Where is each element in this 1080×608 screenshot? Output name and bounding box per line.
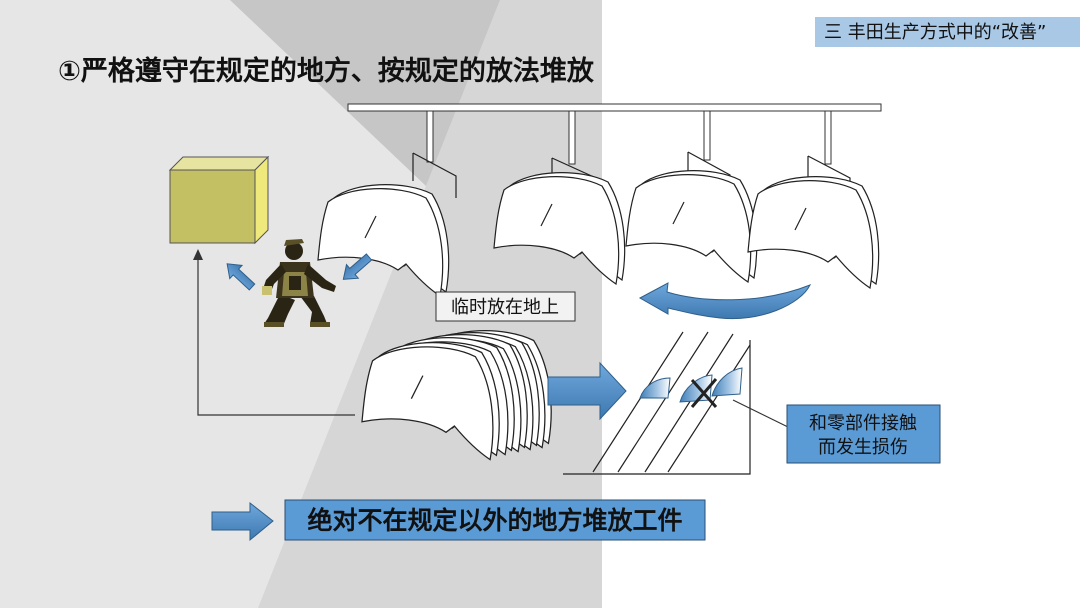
section-tag: 三 丰田生产方式中的“改善” <box>815 17 1080 47</box>
label-damage-line-1: 和零部件接触 <box>809 413 917 434</box>
arrow-to-worker-icon <box>342 253 373 280</box>
label-damage: 和零部件接触 而发生损伤 <box>786 404 941 464</box>
storage-box-icon <box>168 155 270 245</box>
conclusion-arrow-icon <box>211 501 274 542</box>
return-line-arrow <box>193 249 355 416</box>
label-temporary-floor: 临时放在地上 <box>435 291 576 322</box>
damage-connector-line <box>732 399 791 429</box>
conclusion-box: 绝对不在规定以外的地方堆放工件 <box>284 499 706 541</box>
leaning-parts-detail <box>563 331 751 475</box>
worker-figure-icon <box>262 239 336 327</box>
section-tag-text: 三 丰田生产方式中的“改善” <box>824 22 1046 43</box>
slide-title: ①严格遵守在规定的地方、按规定的放法堆放 <box>58 55 595 87</box>
overhead-rail <box>347 103 882 112</box>
cross-mark-icon <box>690 378 718 408</box>
conclusion-text: 绝对不在规定以外的地方堆放工件 <box>307 506 682 535</box>
swap-arrow-icon <box>638 282 812 320</box>
block-arrow-icon <box>547 361 627 421</box>
label-damage-line-2: 而发生损伤 <box>818 437 908 458</box>
label-temporary-floor-text: 临时放在地上 <box>451 297 559 318</box>
arrow-to-box-icon <box>226 263 256 291</box>
